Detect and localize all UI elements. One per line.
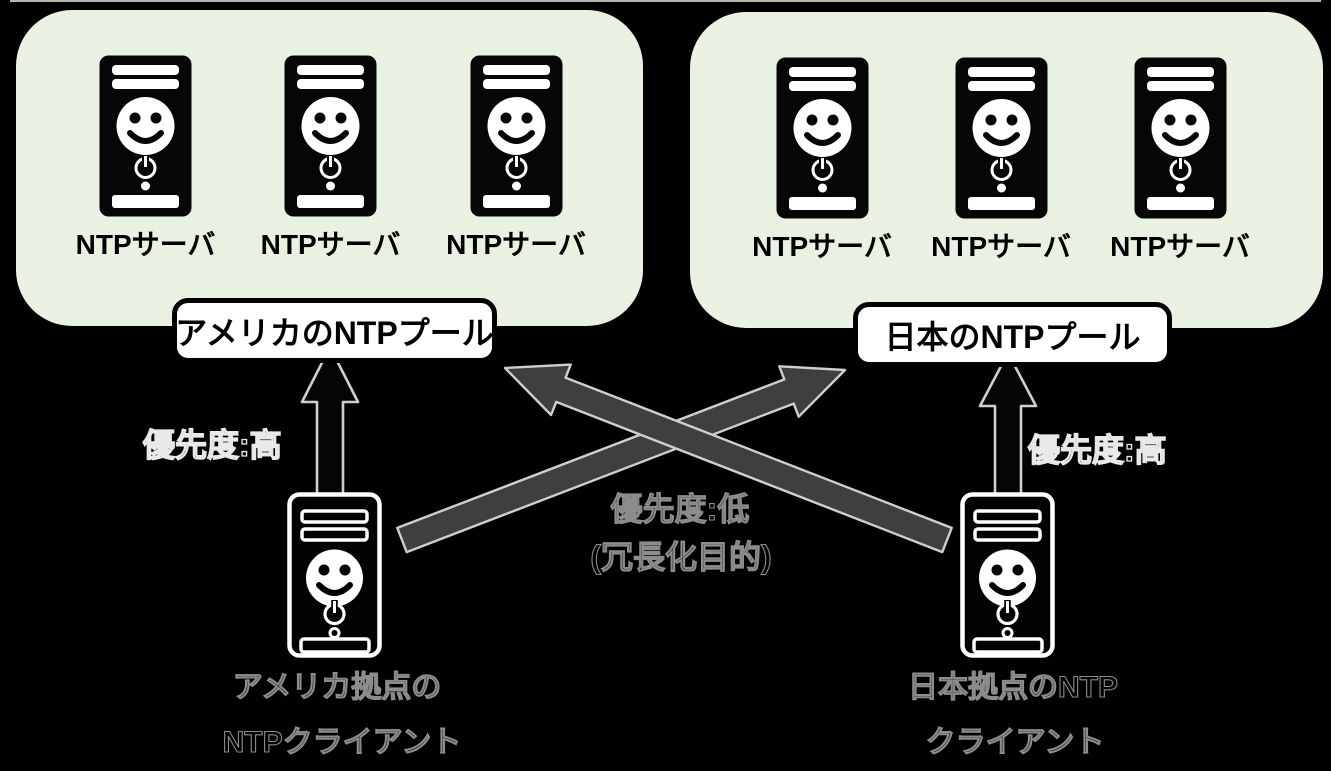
client-label-america-line2: NTPクライアント: [222, 725, 462, 759]
server-japan-1: NTPサーバ: [742, 57, 902, 265]
server-america-2: NTPサーバ: [251, 55, 411, 263]
priority-high-arrow-america: [300, 345, 360, 502]
server-america-1: NTPサーバ: [66, 55, 226, 263]
server-label: NTPサーバ: [931, 231, 1071, 262]
client-label-japan-line1: 日本拠点のNTP: [907, 670, 1118, 704]
top-edge-hairline: [10, 0, 1321, 2]
server-label: NTPサーバ: [75, 229, 216, 260]
client-label-america-line1: アメリカ拠点の: [232, 670, 442, 704]
priority-low-arrow-america-to-japan: [396, 365, 847, 554]
priority-high-label-japan: 優先度:高: [1027, 431, 1167, 468]
server-label: NTPサーバ: [446, 229, 586, 260]
priority-low-label-line2: (冗長化目的): [590, 538, 772, 575]
server-japan-2: NTPサーバ: [921, 57, 1081, 265]
client-tower-icon-america: [287, 492, 382, 658]
server-label: NTPサーバ: [1110, 231, 1250, 262]
pool-box-japan: NTPサーバ NTPサーバ NTPサーバ: [690, 12, 1323, 328]
server-japan-3: NTPサーバ: [1100, 57, 1260, 265]
pool-label-japan: 日本のNTPプール: [853, 302, 1172, 367]
server-label: NTPサーバ: [260, 229, 401, 260]
server-label: NTPサーバ: [752, 231, 892, 262]
client-label-japan-line2: クライアント: [925, 725, 1105, 759]
priority-low-label-line1: 優先度:低: [610, 490, 750, 527]
pool-label-america: アメリカのNTPプール: [172, 298, 497, 363]
pool-box-america: NTPサーバ NTPサーバ NTPサーバ: [16, 10, 643, 326]
priority-high-arrow-japan: [978, 351, 1038, 502]
priority-high-label-america: 優先度:高: [142, 426, 282, 463]
server-america-3: NTPサーバ: [436, 55, 596, 263]
priority-low-arrow-japan-to-america: [503, 363, 953, 554]
client-tower-icon-japan: [960, 492, 1055, 658]
